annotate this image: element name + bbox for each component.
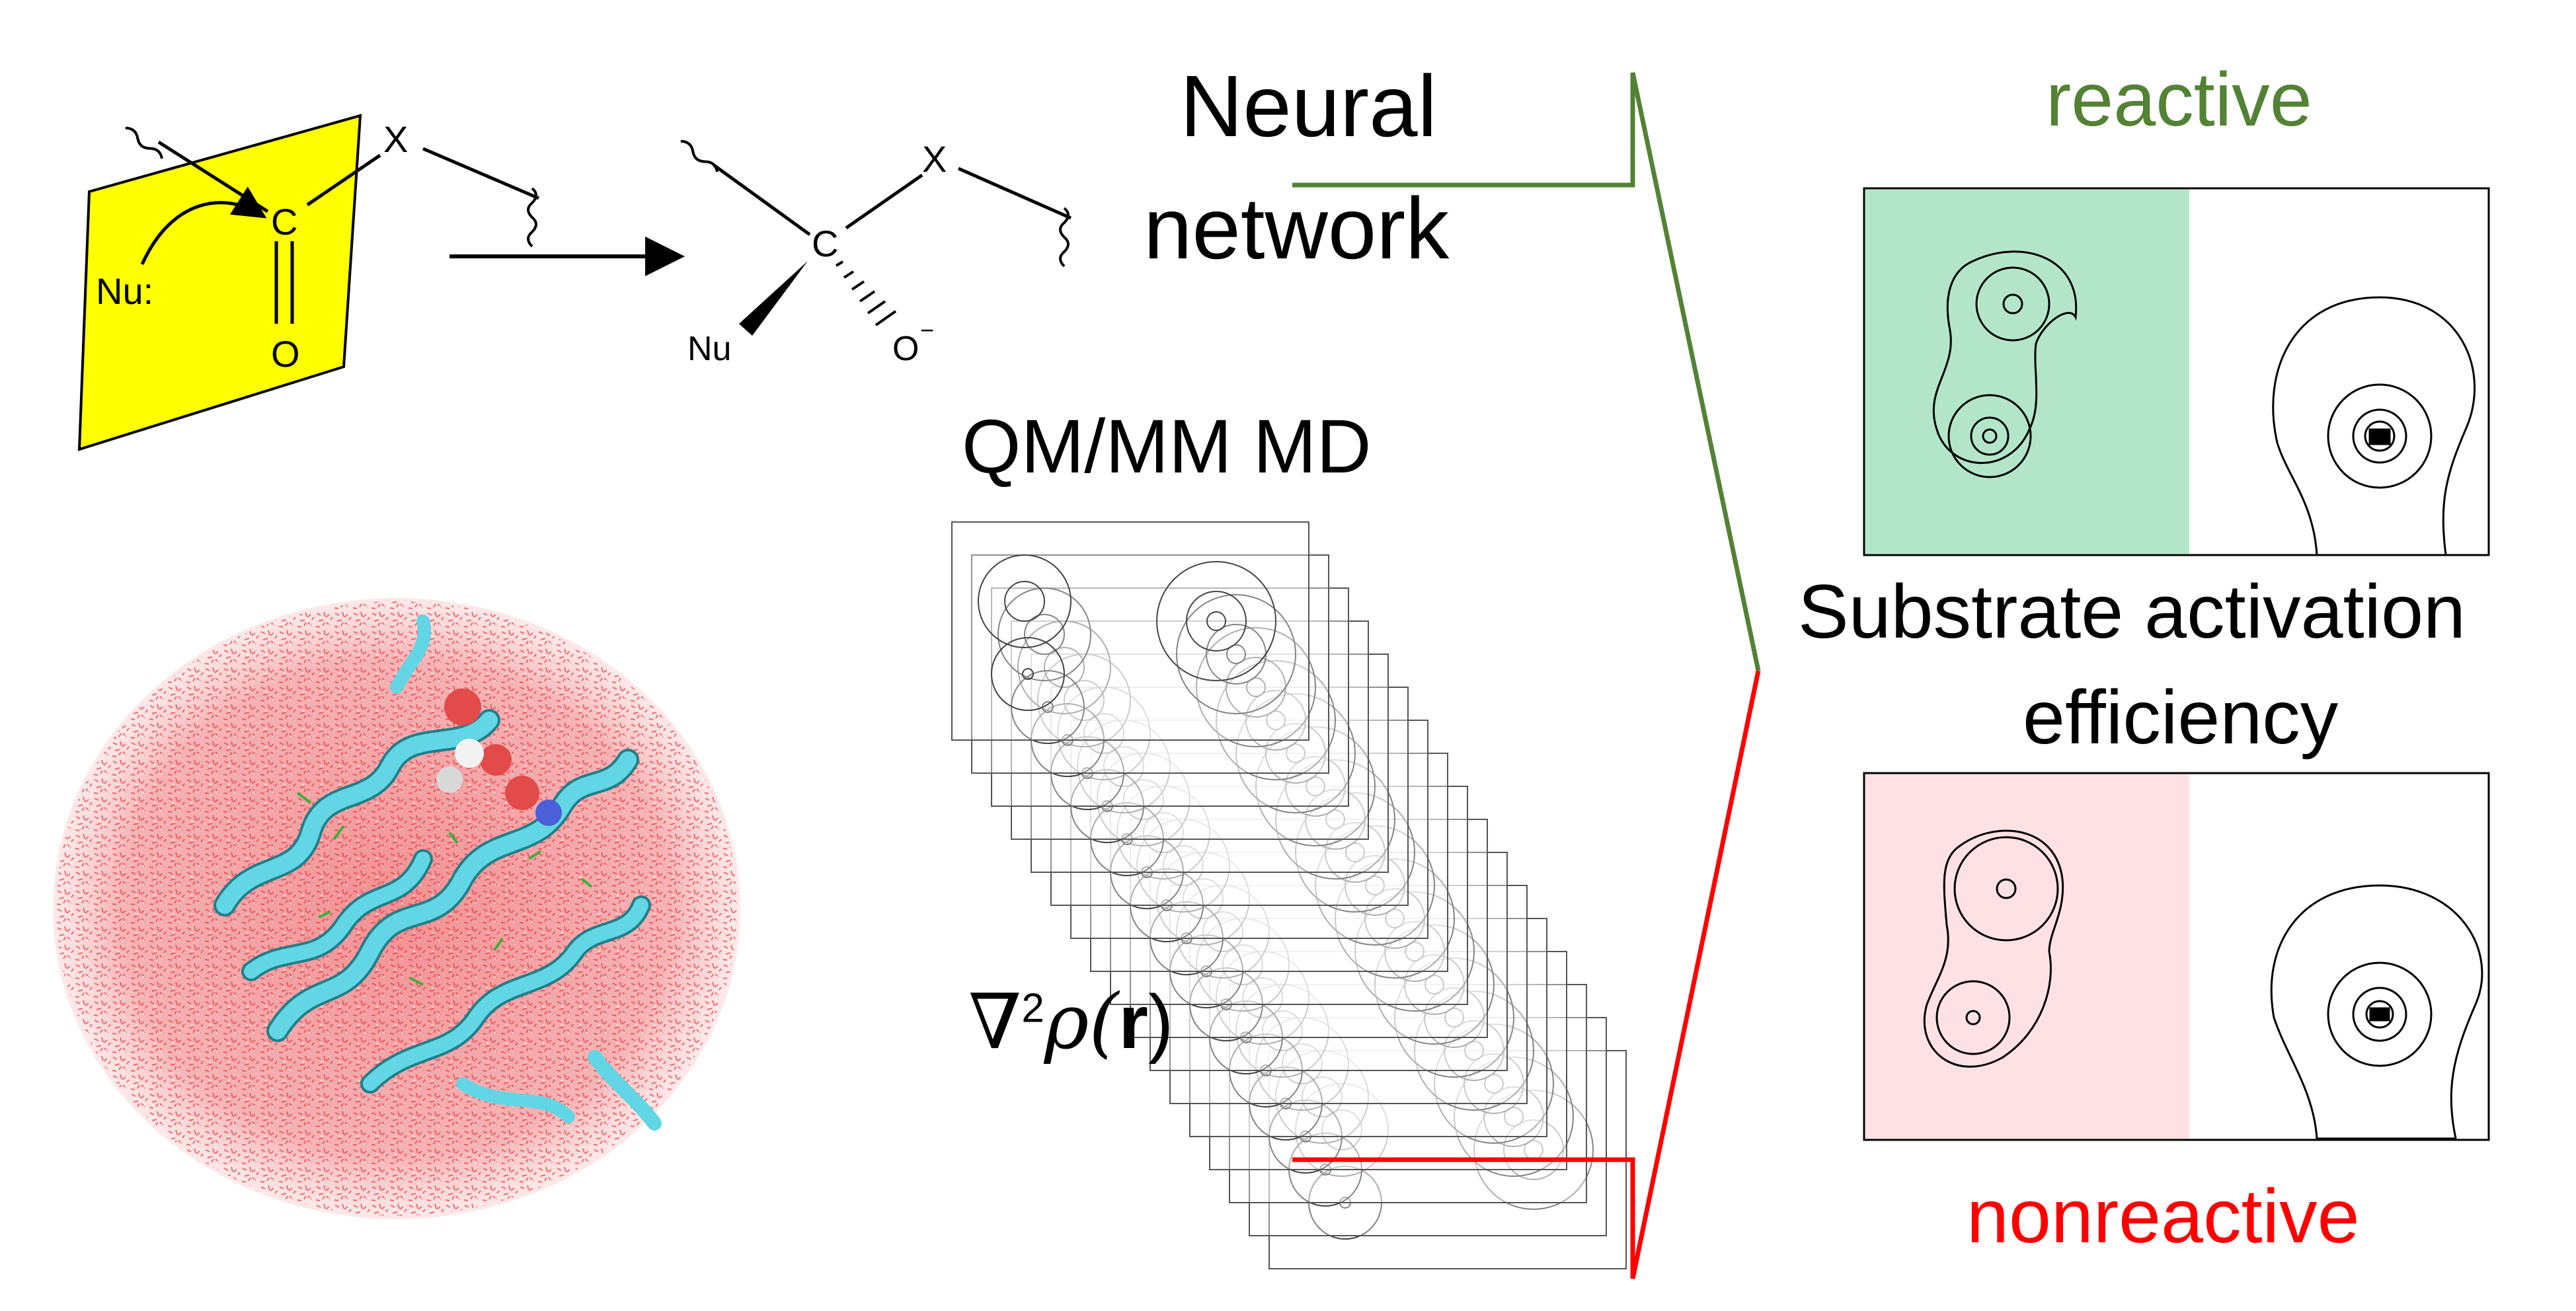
product-carbon-label: C — [812, 223, 838, 264]
ligand-spheres — [436, 689, 562, 826]
product-nu-label: Nu — [687, 330, 731, 368]
nonreactive-bracket-line — [1292, 670, 1761, 1279]
wedge-bond — [739, 261, 808, 336]
qmmm-md-label: QM/MM MD — [962, 404, 1372, 489]
sidechain-sticks — [296, 792, 593, 986]
nonreactive-label: nonreactive — [1967, 1174, 2360, 1259]
bond-c-x — [306, 153, 381, 207]
efficiency-label: efficiency — [2023, 675, 2339, 760]
protein-cartoon — [214, 615, 662, 1131]
neural-network-label-line1: Neural — [1180, 57, 1437, 155]
laplacian-label: ∇2ρ(r) — [968, 978, 1173, 1067]
product-bond-c-x — [845, 173, 923, 230]
laplacian-frame-stack — [951, 521, 1627, 1269]
nucleophile-label: Nu: — [96, 270, 153, 312]
leaving-group-label: X — [383, 118, 408, 160]
wavy-bond-left — [125, 126, 163, 159]
water-texture — [56, 601, 737, 1216]
laplacian-rho: ρ( — [1044, 978, 1119, 1067]
reaction-scheme: Nu: C O X C X Nu O − — [77, 114, 1072, 451]
product-wavy-left — [680, 139, 719, 172]
product-o-charge: − — [920, 317, 934, 344]
product-bond-r-c — [713, 163, 811, 237]
nucleophile-arrow — [140, 186, 267, 266]
reactive-left-contours — [1932, 250, 2078, 478]
laplacian-superscript: 2 — [1021, 985, 1044, 1031]
laplacian-nabla: ∇ — [968, 978, 1022, 1067]
laplacian-frame — [951, 521, 1309, 741]
product-wavy-right — [1059, 207, 1070, 268]
hash-bond — [835, 260, 897, 326]
product-bond-x-r — [957, 167, 1072, 220]
nonreactive-left-contours — [1923, 829, 2064, 1068]
nonreactive-right-contours — [2270, 884, 2483, 1140]
laplacian-r: r — [1118, 980, 1149, 1065]
laplacian-frame — [971, 554, 1329, 774]
reactive-right-contours — [2272, 296, 2476, 556]
carbonyl-plane — [77, 114, 362, 451]
reactive-panel — [1863, 187, 2490, 556]
laplacian-frame — [991, 587, 1349, 807]
nonreactive-panel-highlight — [1865, 774, 2189, 1139]
product-o-label: O — [892, 330, 919, 368]
product-x-label: X — [922, 138, 947, 180]
oxygen-label: O — [271, 333, 300, 375]
carbon-label: C — [271, 201, 297, 243]
reactive-panel-highlight — [1865, 190, 2189, 554]
wavy-bond-right — [527, 187, 537, 248]
nonreactive-panel — [1863, 772, 2490, 1141]
bond-x-r — [422, 147, 539, 200]
reactive-label: reactive — [2046, 57, 2312, 142]
protein-structure-icon — [53, 598, 740, 1219]
reactive-bracket-line — [1292, 72, 1761, 671]
laplacian-close: ) — [1148, 980, 1174, 1065]
substrate-activation-label: Substrate activation — [1798, 570, 2466, 654]
neural-network-label-line2: network — [1144, 180, 1450, 277]
